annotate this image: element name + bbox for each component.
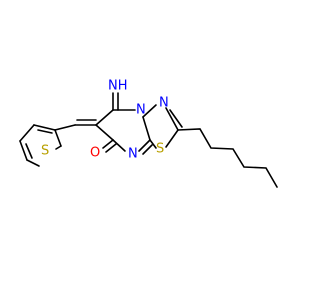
bond [26, 159, 40, 167]
methylidene-linker [54, 119, 97, 131]
bond [54, 124, 76, 131]
bond [25, 143, 33, 159]
thiadiazole-ring [142, 104, 183, 149]
bond [138, 139, 151, 152]
bond [95, 124, 114, 141]
bond [142, 116, 151, 141]
ring-n-bottom-label: N [128, 147, 138, 162]
bond [112, 139, 126, 152]
bond [102, 139, 114, 149]
imine-group [112, 92, 119, 111]
carbonyl-group [102, 139, 117, 153]
pyrimidine-ring [95, 109, 153, 155]
bond [105, 143, 117, 153]
bond [177, 128, 278, 188]
structure-drawing: NH N N N O S S [19, 79, 278, 188]
imine-nh-label: NH [108, 79, 128, 94]
bond [19, 124, 35, 142]
thiophene-s-label: S [41, 144, 49, 159]
thiadiazole-s-label: S [156, 142, 164, 157]
bond [169, 109, 183, 128]
ring-n-top-label: N [159, 96, 169, 111]
bond [95, 109, 114, 126]
bond [55, 145, 62, 150]
molecule-canvas: NH N N N O S S [19, 78, 278, 188]
bond [33, 124, 56, 131]
heptyl-chain [177, 128, 278, 188]
bond [149, 139, 157, 149]
thiophene-ring [19, 124, 62, 167]
bond [165, 107, 179, 131]
bond [142, 104, 157, 118]
bond [54, 129, 62, 147]
bond [142, 144, 153, 155]
ring-n-junction-label: N [136, 103, 146, 118]
carbonyl-o-label: O [90, 146, 100, 161]
bond [37, 129, 53, 134]
bond [165, 129, 179, 148]
bond [19, 140, 28, 161]
